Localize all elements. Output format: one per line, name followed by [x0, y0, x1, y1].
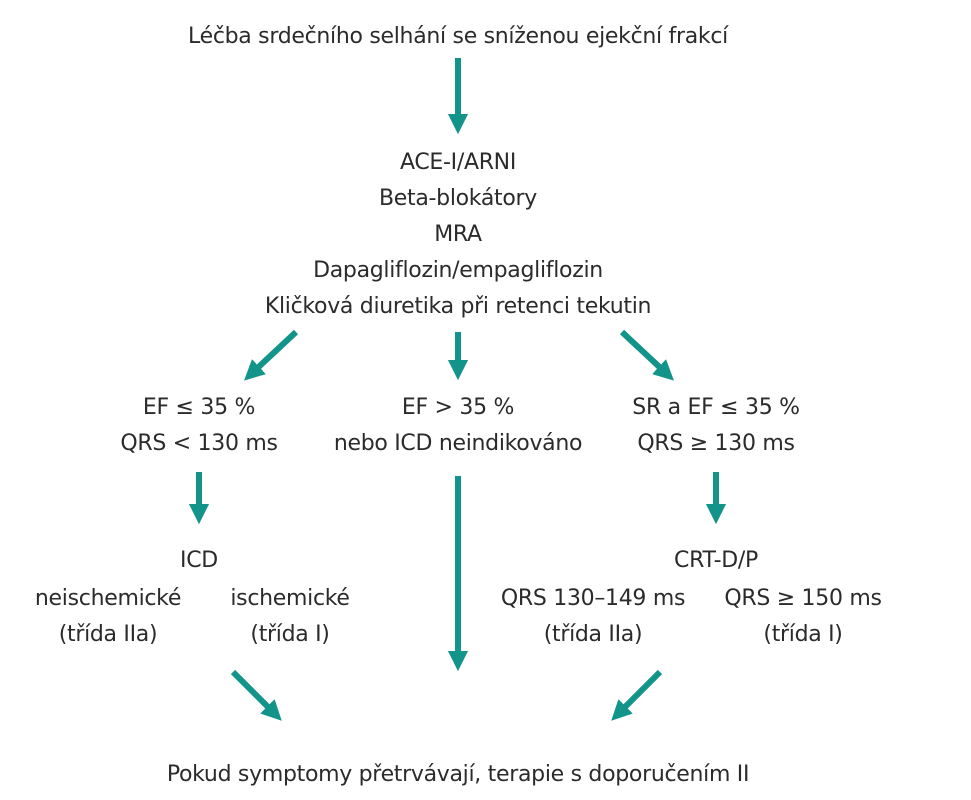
therapy-item-5: Kličková diuretika při retenci tekutin	[264, 294, 652, 319]
therapy-item-1: ACE-I/ARNI	[399, 150, 517, 175]
icd-ischemic-label: ischemické	[230, 586, 350, 611]
icd-ischemic-class: (třída I)	[250, 622, 330, 647]
branch-middle-line1: EF > 35 %	[401, 395, 515, 420]
arrow-therapy-to-left	[244, 329, 299, 381]
branch-right-line1: SR a EF ≤ 35 %	[632, 395, 800, 420]
crt-narrow-label: QRS 130–149 ms	[500, 586, 686, 611]
crt-narrow-class: (třída IIa)	[543, 622, 643, 647]
branch-middle-line2: nebo ICD neindikováno	[333, 431, 583, 456]
footer-note: Pokud symptomy přetrvávají, terapie s do…	[166, 762, 750, 787]
icd-heading: ICD	[180, 548, 218, 573]
arrow-crt-to-footer	[611, 669, 663, 721]
arrow-icd-to-footer	[230, 669, 282, 721]
crt-wide-class: (třída I)	[763, 622, 843, 647]
arrow-therapy-to-right	[619, 329, 674, 381]
icd-nonischemic-class: (třída IIa)	[58, 622, 158, 647]
crt-heading: CRT-D/P	[674, 548, 758, 573]
branch-left-line2: QRS < 130 ms	[120, 431, 278, 456]
therapy-item-4: Dapagliflozin/empagliflozin	[313, 258, 603, 283]
branch-right-line2: QRS ≥ 130 ms	[637, 431, 795, 456]
branch-left-line1: EF ≤ 35 %	[142, 395, 256, 420]
therapy-item-2: Beta-blokátory	[379, 186, 537, 211]
title: Léčba srdečního selhání se sníženou ejek…	[188, 24, 728, 49]
icd-nonischemic-label: neischemické	[34, 586, 182, 611]
therapy-item-3: MRA	[434, 222, 482, 247]
crt-wide-label: QRS ≥ 150 ms	[724, 586, 882, 611]
